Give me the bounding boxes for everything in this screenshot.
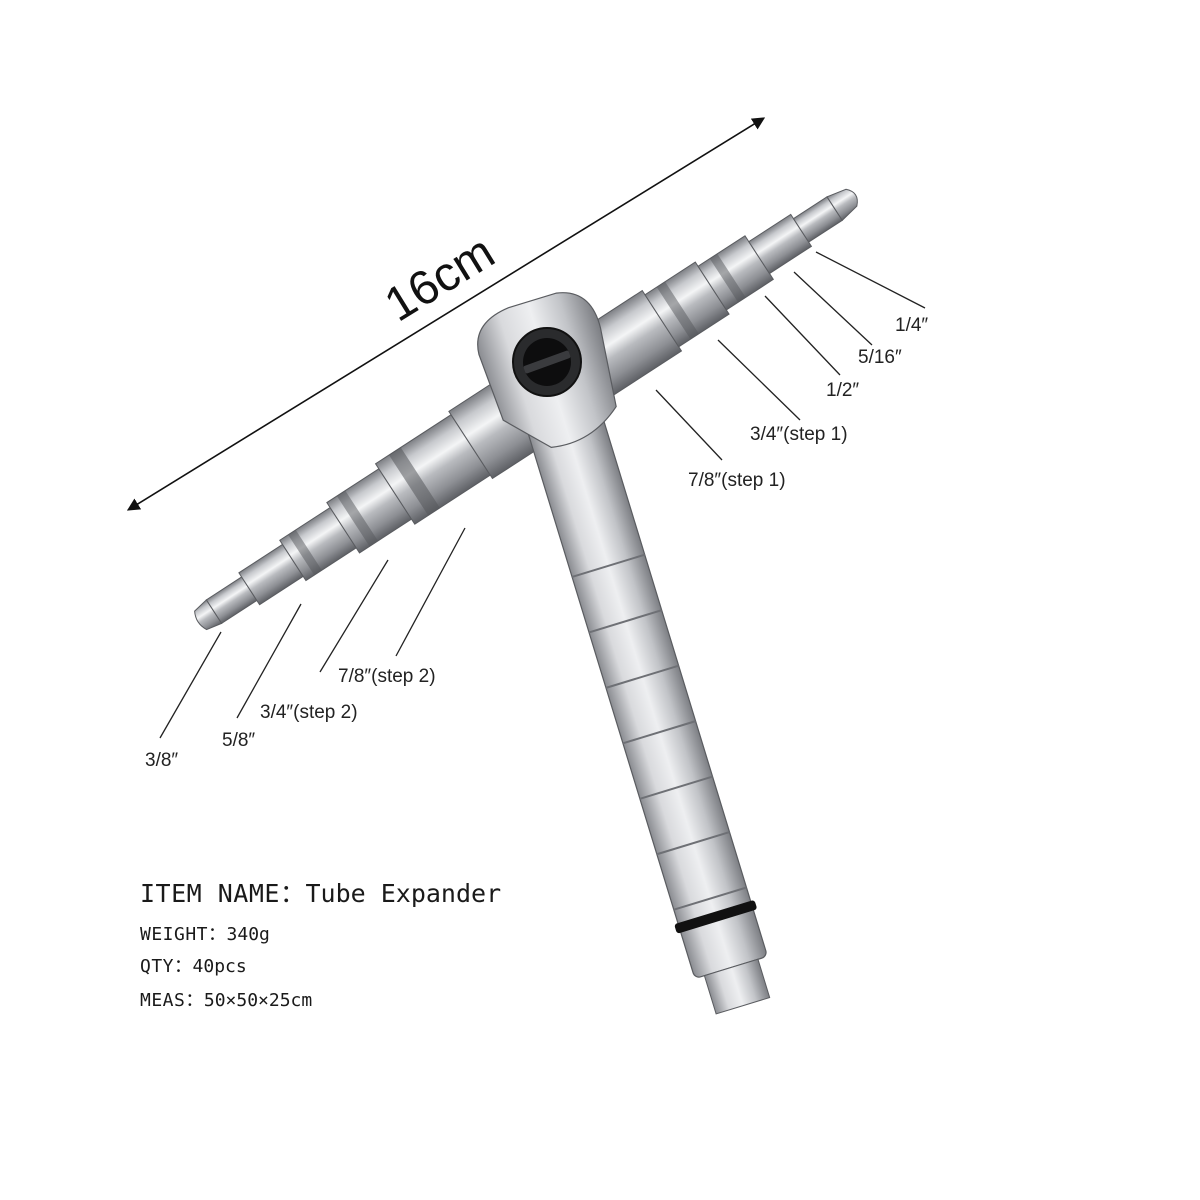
leader-7-8-step1 — [655, 389, 723, 461]
expander-handle — [477, 292, 771, 1015]
expander-shaft — [194, 188, 858, 631]
leader-5-16 — [793, 271, 873, 346]
size-label-3-8: 3/8″ — [145, 750, 178, 771]
size-label-1-2: 1/2″ — [826, 380, 859, 401]
leader-3-4-step2 — [319, 559, 389, 673]
leader-3-4-step1 — [717, 339, 801, 421]
dimension-label: 16cm — [376, 225, 504, 332]
size-label-5-16: 5/16″ — [858, 347, 902, 368]
spec-meas: MEAS：50×50×25cm — [140, 986, 312, 1012]
size-label-3-4-step1: 3/4″(step 1) — [750, 424, 848, 445]
handle-screw-icon — [512, 327, 582, 397]
leader-5-8 — [236, 603, 302, 719]
leader-1-4 — [815, 251, 926, 309]
size-label-1-4: 1/4″ — [895, 315, 928, 336]
spec-meas-value: 50×50×25cm — [203, 990, 313, 1011]
size-label-5-8: 5/8″ — [222, 730, 255, 751]
spec-qty: QTY：40pcs — [140, 952, 247, 978]
spec-weight: WEIGHT：340g — [140, 920, 270, 946]
leader-7-8-step2 — [395, 527, 466, 657]
spec-weight-value: 340g — [226, 924, 270, 945]
dimension-arrow — [126, 117, 766, 511]
leader-1-2 — [764, 295, 841, 376]
size-label-3-4-step2: 3/4″(step 2) — [260, 702, 358, 723]
spec-meas-key: MEAS： — [140, 990, 204, 1011]
spec-item-name-value: Tube Expander — [305, 879, 502, 908]
size-label-7-8-step1: 7/8″(step 1) — [688, 470, 786, 491]
spec-item-name: ITEM NAME：Tube Expander — [140, 874, 501, 910]
leader-lines — [159, 251, 926, 739]
spec-item-name-key: ITEM NAME： — [140, 879, 306, 908]
spec-qty-key: QTY： — [140, 956, 193, 977]
leader-3-8 — [159, 631, 222, 739]
spec-weight-key: WEIGHT： — [140, 924, 227, 945]
size-label-7-8-step2: 7/8″(step 2) — [338, 666, 436, 687]
spec-qty-value: 40pcs — [192, 956, 247, 977]
